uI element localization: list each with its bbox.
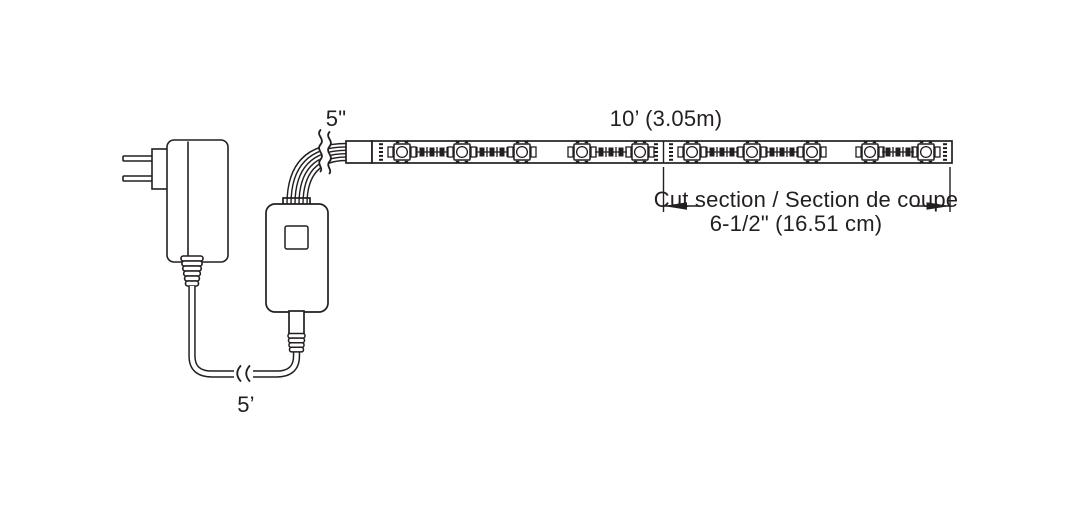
power-cord — [188, 286, 301, 383]
label-cut-length: 6-1/2" (16.51 cm) — [710, 211, 883, 236]
resistor-group — [595, 147, 627, 157]
lead-wire — [302, 156, 347, 205]
led-module — [677, 141, 707, 163]
wire-bundle — [286, 142, 347, 205]
cord-break-icon — [234, 365, 253, 383]
wire-break-icon — [318, 126, 332, 175]
lead-wire — [290, 146, 347, 205]
arrowhead-right-icon — [926, 202, 950, 210]
solder-pads — [669, 143, 673, 161]
strip-pattern — [379, 141, 947, 163]
power-adapter — [122, 139, 229, 287]
lead-wire — [286, 142, 347, 205]
arrowhead-left-icon — [663, 202, 687, 210]
plug-prong-top — [122, 155, 155, 162]
led-module — [737, 141, 767, 163]
lead-wire — [298, 153, 347, 205]
led-module — [625, 141, 655, 163]
resistor-group — [706, 147, 738, 157]
label-strip-length: 10’ (3.05m) — [610, 106, 723, 131]
led-module — [507, 141, 537, 163]
lead-wire — [306, 159, 347, 205]
solder-pads — [943, 143, 947, 161]
led-module — [387, 141, 417, 163]
label-power-cord-length: 5’ — [237, 392, 255, 417]
resistor-group — [476, 147, 508, 157]
resistor-group — [766, 147, 798, 157]
adapter-body — [166, 139, 229, 263]
led-module — [447, 141, 477, 163]
adapter-strain-relief — [180, 255, 204, 287]
led-module — [567, 141, 597, 163]
label-cut-section: Cut section / Section de coupe — [654, 187, 958, 212]
solder-pads — [379, 143, 383, 161]
label-lead-wire-length: 5" — [326, 106, 346, 131]
led-module — [797, 141, 827, 163]
resistor-group — [882, 147, 914, 157]
plug-prong-bottom — [122, 175, 155, 182]
strip-connector — [345, 140, 373, 164]
dc-plug-strain-relief — [287, 332, 306, 353]
resistor-group — [416, 147, 448, 157]
controller-button — [284, 225, 309, 250]
led-module — [911, 141, 941, 163]
solder-pads — [654, 143, 658, 161]
led-strip — [345, 140, 953, 164]
cut-section-annotation — [662, 167, 951, 212]
led-module — [855, 141, 885, 163]
controller-body — [265, 203, 329, 313]
dc-plug-body — [288, 310, 305, 335]
lead-wire — [294, 149, 347, 205]
controller — [265, 197, 329, 353]
